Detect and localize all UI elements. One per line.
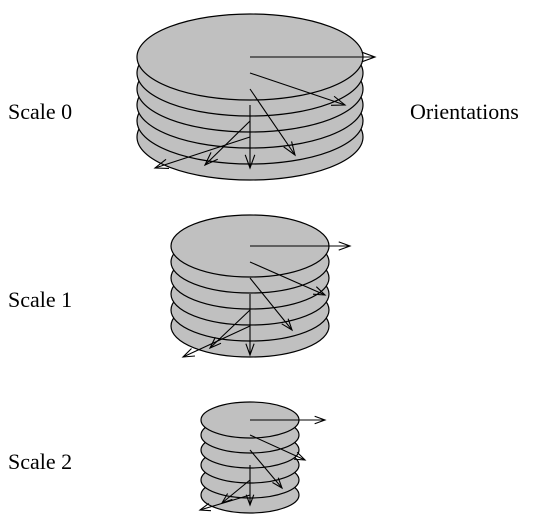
arrow-head-scale-1-0 <box>338 241 352 251</box>
arrow-head-scale-2-3 <box>245 494 255 507</box>
scale-2-disk-stack <box>198 401 327 514</box>
orientation-arrow-scale-2-5 <box>199 494 251 511</box>
arrow-head-scale-1-5 <box>181 348 196 358</box>
scale-0-label: Scale 0 <box>8 99 72 124</box>
orientation-arrow-scale-0-4 <box>204 120 251 166</box>
scale-1-disk-stack <box>170 214 352 358</box>
arrow-head-scale-2-5 <box>198 502 212 512</box>
orientation-arrow-scale-2-1 <box>249 434 306 461</box>
orientation-arrow-scale-1-5 <box>182 325 251 358</box>
orientation-arrow-scale-1-1 <box>249 261 326 296</box>
arrow-head-scale-0-1 <box>330 95 347 106</box>
arrow-head-scale-1-1 <box>312 286 327 296</box>
orientation-arrow-scale-2-2 <box>249 449 283 489</box>
orientation-arrow-scale-0-1 <box>249 72 346 106</box>
arrow-head-scale-2-2 <box>272 477 284 490</box>
arrow-head-scale-2-1 <box>293 451 307 461</box>
arrow-head-scale-0-3 <box>244 154 256 170</box>
orientation-arrow-scale-0-5 <box>154 136 251 169</box>
arrow-head-scale-0-2 <box>283 141 296 157</box>
scale-0-disk-stack <box>136 13 377 181</box>
arrow-head-scale-2-0 <box>314 415 327 425</box>
orientation-arrow-scale-0-2 <box>249 88 296 156</box>
orientation-arrow-scale-2-4 <box>221 479 251 504</box>
arrow-head-scale-0-0 <box>361 51 377 63</box>
orientations-label: Orientations <box>410 99 519 124</box>
arrow-head-scale-1-4 <box>208 337 222 350</box>
arrow-head-scale-0-5 <box>153 158 170 170</box>
arrow-head-scale-1-2 <box>281 318 294 332</box>
scale-1-label: Scale 1 <box>8 287 72 312</box>
arrow-head-scale-1-3 <box>245 343 255 357</box>
arrow-head-scale-0-4 <box>203 152 218 167</box>
orientation-arrow-scale-1-2 <box>249 277 293 331</box>
scale-2-label: Scale 2 <box>8 449 72 474</box>
